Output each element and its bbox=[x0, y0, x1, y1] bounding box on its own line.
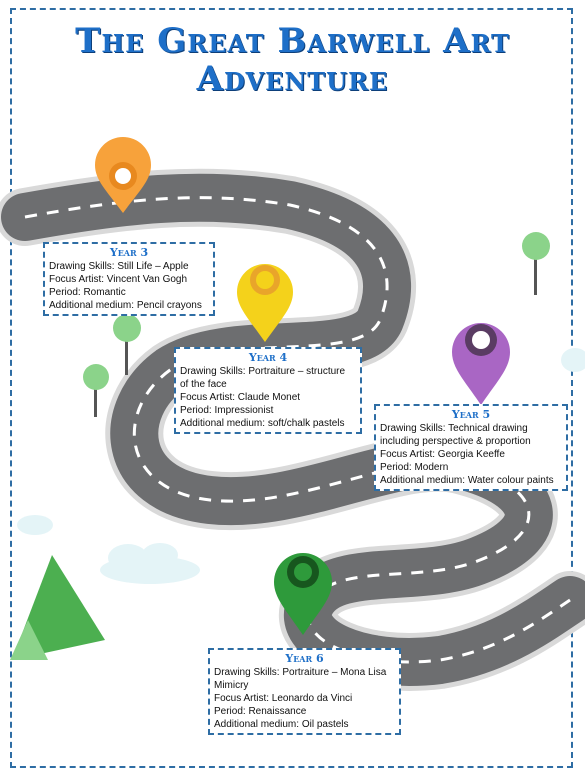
tree-icon bbox=[83, 232, 550, 417]
title-line-2: Adventure bbox=[196, 59, 389, 99]
year-5-card: Year 5 Drawing Skills: Technical drawing… bbox=[374, 404, 568, 491]
year-5-drawing-skills: Drawing Skills: Technical drawing includ… bbox=[380, 423, 531, 447]
year-3-focus-artist: Focus Artist: Vincent Van Gogh bbox=[49, 274, 188, 285]
page-border bbox=[10, 8, 573, 768]
year-3-drawing-skills: Drawing Skills: Still Life – Apple bbox=[49, 261, 189, 272]
year-4-period: Period: Impressionist bbox=[180, 405, 274, 416]
map-pin-icon bbox=[452, 323, 510, 405]
year-5-heading: Year 5 bbox=[451, 408, 491, 421]
title-line-1: The Great Barwell Art bbox=[75, 21, 510, 61]
year-3-period: Period: Romantic bbox=[49, 287, 126, 298]
year-4-focus-artist: Focus Artist: Claude Monet bbox=[180, 392, 301, 403]
year-6-heading: Year 6 bbox=[285, 652, 324, 665]
year-4-drawing-skills: Drawing Skills: Portraiture – structure … bbox=[180, 366, 346, 390]
year-5-medium: Additional medium: Water colour paints bbox=[380, 475, 554, 486]
map-pin-icon bbox=[95, 137, 151, 213]
mountain-icon bbox=[10, 555, 105, 660]
page-title: The Great Barwell Art Adventure bbox=[0, 22, 585, 98]
winding-road bbox=[0, 168, 585, 691]
map-pin-icon bbox=[237, 264, 293, 342]
year-3-heading: Year 3 bbox=[109, 246, 149, 259]
year-6-focus-artist: Focus Artist: Leonardo da Vinci bbox=[214, 693, 353, 704]
year-6-period: Period: Renaissance bbox=[214, 706, 307, 717]
year-6-card: Year 6 Drawing Skills: Portraiture – Mon… bbox=[208, 648, 401, 735]
map-pin-icon bbox=[274, 553, 332, 635]
year-5-focus-artist: Focus Artist: Georgia Keeffe bbox=[380, 449, 505, 460]
year-4-card: Year 4 Drawing Skills: Portraiture – str… bbox=[174, 347, 362, 434]
year-6-drawing-skills: Drawing Skills: Portraiture – Mona Lisa … bbox=[214, 667, 387, 691]
year-3-medium: Additional medium: Pencil crayons bbox=[49, 300, 202, 311]
year-5-period: Period: Modern bbox=[380, 462, 449, 473]
year-4-medium: Additional medium: soft/chalk pastels bbox=[180, 418, 345, 429]
year-3-card: Year 3 Drawing Skills: Still Life – Appl… bbox=[43, 242, 215, 316]
year-4-heading: Year 4 bbox=[248, 351, 288, 364]
year-6-medium: Additional medium: Oil pastels bbox=[214, 719, 349, 730]
cloud-icon bbox=[17, 348, 585, 584]
